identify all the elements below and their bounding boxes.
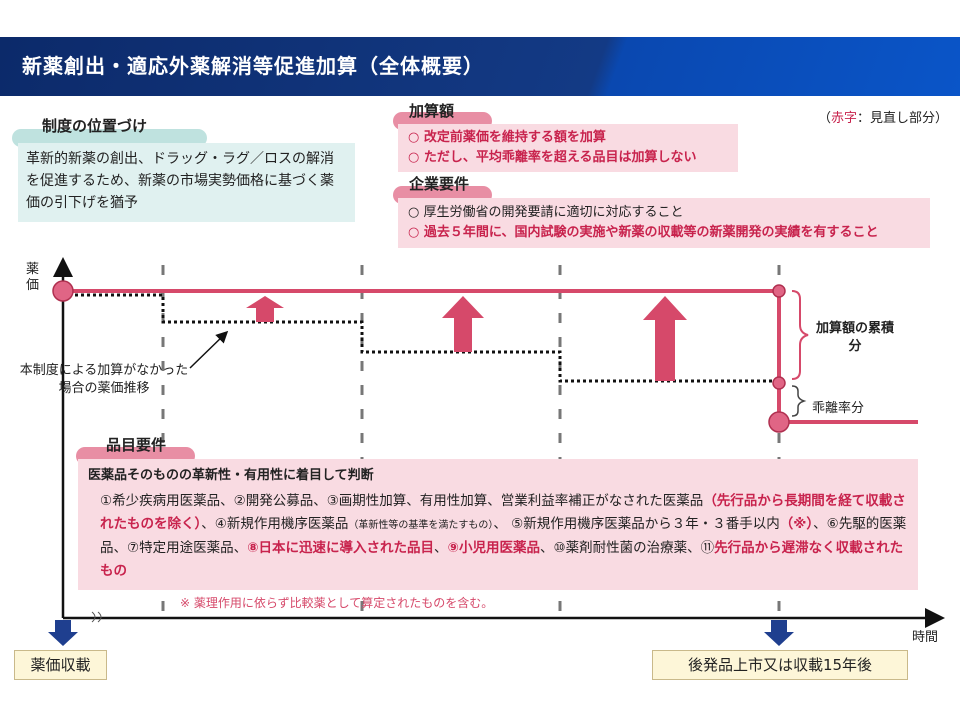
x-axis-label: 時間	[912, 630, 939, 645]
product-red: （※）	[779, 516, 814, 532]
product-text: 、	[434, 540, 448, 556]
product-text: 、④新規作用機序医薬品	[201, 516, 349, 532]
product-lead: 医薬品そのものの革新性・有用性に着目して判断	[88, 468, 374, 483]
premium-arrows	[246, 296, 687, 381]
positioning-box: 革新的新薬の創出、ドラッグ・ラグ／ロスの解消を促進するため、新薬の市場実勢価格に…	[18, 143, 355, 222]
down-arrow-icon	[764, 620, 794, 646]
positioning-heading-pill: 制度の位置づけ	[12, 119, 207, 147]
axis-break-icon	[91, 611, 102, 623]
up-arrow-icon	[643, 296, 687, 381]
legend-note: （赤字：見直し部分）	[818, 107, 948, 126]
price-without-premium-line	[75, 293, 779, 383]
amount-item: ○ 改定前薬価を維持する額を加算	[408, 130, 606, 145]
product-box: 医薬品そのものの革新性・有用性に着目して判断 ①希少疾病用医薬品、②開発公募品、…	[78, 459, 918, 590]
product-text: 、⑥先駆的医薬品、⑦特定用途医薬品、	[100, 516, 907, 556]
note-rest: ：見直し部分）	[857, 111, 949, 126]
amount-item: ○ ただし、平均乖離率を超える品目は加算しない	[408, 150, 697, 165]
down-arrow-icon	[48, 620, 78, 646]
amount-box: ○ 改定前薬価を維持する額を加算 ○ ただし、平均乖離率を超える品目は加算しない	[398, 124, 738, 172]
y-axis-label: 薬価	[26, 262, 40, 293]
product-red: ⑨小児用医薬品	[447, 540, 540, 556]
positioning-heading: 制度の位置づけ	[42, 117, 148, 135]
note-open: （	[818, 111, 832, 126]
product-list: ①希少疾病用医薬品、②開発公募品、③画期性加算、有用性加算、営業利益率補正がなさ…	[88, 490, 908, 583]
product-text: 、 ⑤新規作用機序医薬品から３年・３番手以内	[493, 516, 780, 532]
product-red: （先行品から長期間を経て収載されたものを除く）	[100, 493, 906, 532]
note-red: 赤字	[831, 111, 858, 126]
cumulative-label: 加算額の累積分	[815, 321, 894, 354]
product-red: ⑧日本に迅速に導入された品目	[247, 540, 435, 556]
product-heading: 品目要件	[106, 436, 167, 454]
product-red: 先行品から遅滞なく収載されたもの	[100, 540, 904, 579]
company-item: ○ 厚生労働省の開発要請に適切に対応すること	[408, 205, 684, 220]
up-arrow-icon	[442, 296, 484, 352]
product-text: ①希少疾病用医薬品、②開発公募品、③画期性加算、有用性加算、営業利益率補正がなさ…	[100, 493, 704, 509]
deviation-brace	[791, 385, 807, 417]
markers	[52, 280, 790, 433]
price-with-premium-line	[63, 289, 918, 424]
annotation-arrow	[189, 330, 229, 369]
page-title: 新薬創出・適応外薬解消等促進加算（全体概要）	[22, 54, 484, 78]
product-note: ※ 薬理作用に依らず比較薬として算定されたものを含む。	[180, 596, 494, 610]
cumulative-brace	[791, 290, 809, 380]
up-arrow-icon	[246, 296, 284, 322]
amount-heading: 加算額	[409, 102, 455, 120]
product-text: 、⑩薬剤耐性菌の治療薬、⑪	[539, 540, 715, 556]
start-label: 薬価収載	[14, 650, 107, 680]
annotation-text: 本制度による加算がなかった場合の薬価推移	[19, 363, 189, 396]
company-heading: 企業要件	[409, 175, 470, 193]
deviation-label: 乖離率分	[812, 401, 865, 416]
product-small: （革新性等の基準を満たすもの）	[348, 520, 494, 531]
title-bar	[0, 37, 960, 96]
end-label: 後発品上市又は収載15年後	[652, 650, 908, 680]
company-box: ○ 厚生労働省の開発要請に適切に対応すること ○ 過去５年間に、国内試験の実施や…	[398, 198, 930, 248]
company-item: ○ 過去５年間に、国内試験の実施や新薬の収載等の新薬開発の実績を有すること	[408, 225, 879, 240]
